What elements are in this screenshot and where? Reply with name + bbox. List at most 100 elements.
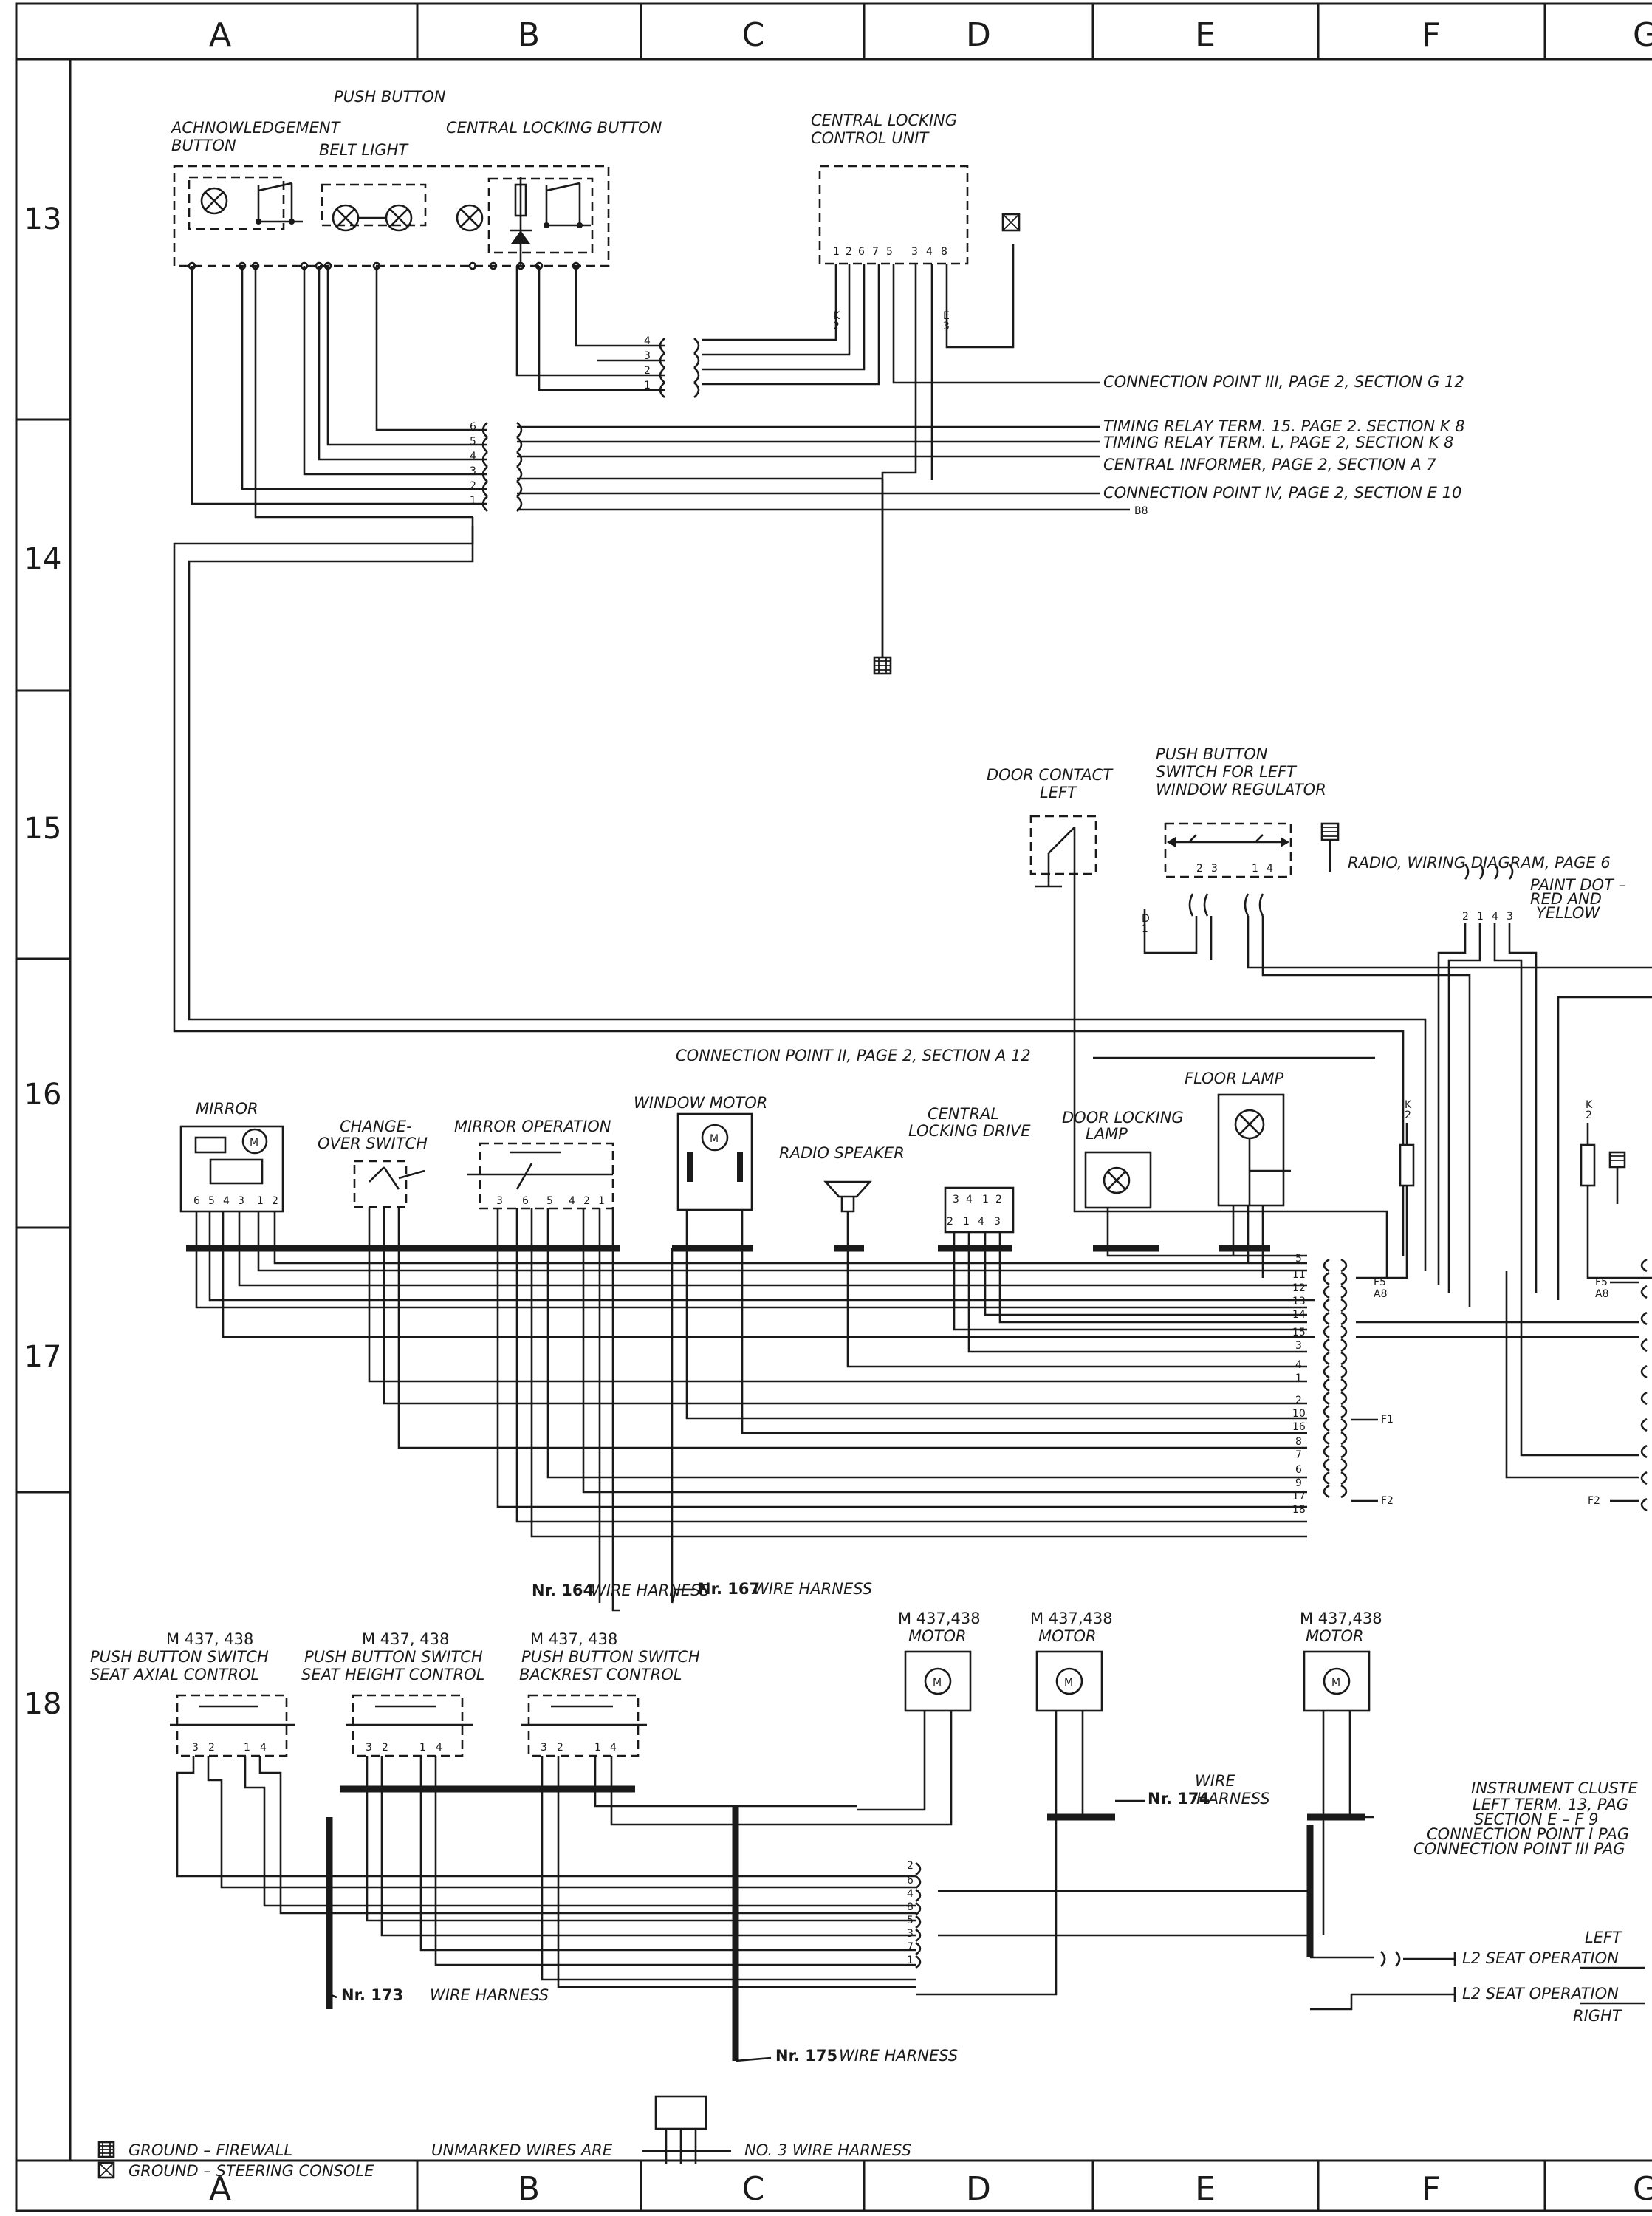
a8-label: A8: [1374, 1288, 1387, 1300]
svg-text:2: 2: [947, 1216, 953, 1228]
row-label: 18: [24, 1687, 62, 1721]
instrument-cluster-label: CONNECTION POINT I PAG: [1427, 1825, 1629, 1843]
lamp-icon: [1103, 1166, 1131, 1194]
pin-label: 4: [926, 246, 933, 258]
seat-motors: M 437,438 MOTOR M M 437,438 MOTOR M M 43…: [898, 1610, 1382, 1712]
seat-height-switch: M 437, 438 PUSH BUTTON SWITCH SEAT HEIGH…: [301, 1630, 484, 1757]
svg-text:2: 2: [1295, 1395, 1302, 1406]
unmarked-wires-label: UNMARKED WIRES ARE: [431, 2141, 613, 2159]
seat-wiring: 2 6 4 8 5 3 7 1: [176, 1711, 1456, 2061]
connection-point-ii-label: CONNECTION POINT II, PAGE 2, SECTION A 1…: [676, 1047, 1031, 1064]
col-label: E: [1195, 2170, 1216, 2208]
pin-label: 2: [846, 246, 852, 258]
svg-text:6: 6: [522, 1195, 529, 1207]
svg-text:2: 2: [557, 1742, 563, 1754]
svg-text:5: 5: [470, 436, 476, 448]
svg-text:1: 1: [257, 1195, 264, 1207]
svg-text:K: K: [1586, 1099, 1593, 1111]
svg-text:2: 2: [644, 365, 651, 377]
svg-text:3: 3: [1295, 1340, 1302, 1352]
console-switch-group: PUSH BUTTON ACHNOWLEDGEMENT BUTTON BELT …: [170, 88, 662, 270]
svg-text:6: 6: [907, 1875, 914, 1887]
seat-height-model: M 437, 438: [362, 1630, 449, 1648]
wire-harness-174-label: HARNESS: [1196, 1790, 1270, 1808]
col-label: C: [742, 2170, 765, 2208]
svg-text:1: 1: [598, 1195, 605, 1207]
seat-left-label: L2 SEAT OPERATION: [1462, 1949, 1619, 1967]
harness-173-label: WIRE HARNESS: [430, 1986, 549, 2004]
window-regulator-switch: PUSH BUTTON SWITCH FOR LEFT WINDOW REGUL…: [1142, 745, 1652, 1307]
connector-b: 6 5 4 3 2 1: [470, 421, 523, 512]
svg-text:3: 3: [192, 1742, 199, 1754]
svg-text:3: 3: [644, 350, 651, 362]
b8-label: B8: [1134, 505, 1148, 517]
fuses-row16: K2 K2: [1399, 1099, 1626, 1204]
mirror-heater-icon: [209, 1158, 264, 1185]
col-label: C: [742, 16, 765, 54]
seat-right-label: RIGHT: [1573, 2007, 1623, 2025]
loop-harness: [173, 517, 1427, 1271]
svg-text:M: M: [933, 1677, 942, 1689]
svg-text:1: 1: [1295, 1372, 1302, 1384]
seat-axial-switch: M 437, 438 PUSH BUTTON SWITCH SEAT AXIAL…: [90, 1630, 295, 1757]
svg-text:6: 6: [193, 1195, 200, 1207]
change-over-label: CHANGE-: [340, 1118, 412, 1135]
svg-text:1: 1: [907, 1955, 914, 1966]
seat-axial-label: PUSH BUTTON SWITCH: [90, 1648, 269, 1666]
timing-relay-15-label: TIMING RELAY TERM. 15. PAGE 2. SECTION K…: [1103, 417, 1465, 435]
mirror: MIRROR M 6 5 4 3 1 2: [179, 1100, 284, 1213]
svg-text:K: K: [1405, 1099, 1412, 1111]
svg-text:2: 2: [470, 480, 476, 492]
svg-text:2: 2: [1586, 1109, 1592, 1121]
backrest-label: BACKREST CONTROL: [519, 1666, 682, 1683]
sheet-frame: [15, 2, 1652, 2212]
motor-1-model: M 437,438: [898, 1610, 981, 1627]
acknowledgement-lamp-icon: [200, 187, 228, 215]
svg-text:M: M: [1064, 1677, 1073, 1689]
instrument-cluster-reference: INSTRUMENT CLUSTE LEFT TERM. 13, PAG SEC…: [1413, 1779, 1639, 1858]
svg-text:4: 4: [966, 1194, 973, 1206]
paint-dot-label: RED AND: [1530, 890, 1602, 908]
svg-text:1: 1: [963, 1216, 970, 1228]
svg-text:1: 1: [1477, 911, 1484, 923]
window-motor-label: WINDOW MOTOR: [634, 1094, 767, 1112]
svg-text:10: 10: [1292, 1408, 1306, 1420]
svg-text:17: 17: [1292, 1491, 1306, 1502]
svg-text:5: 5: [1295, 1253, 1302, 1265]
door-contact-label: LEFT: [1040, 784, 1078, 801]
console-switch-housing: [173, 165, 610, 267]
instrument-cluster-label: LEFT TERM. 13, PAG: [1473, 1796, 1628, 1813]
control-unit-label: CENTRAL LOCKING: [811, 112, 957, 129]
svg-text:18: 18: [1292, 1504, 1306, 1516]
door-contact-label: DOOR CONTACT: [987, 766, 1114, 784]
motor-3-model: M 437,438: [1300, 1610, 1382, 1627]
floor-lamp-label: FLOOR LAMP: [1185, 1070, 1284, 1087]
seat-axial-model: M 437, 438: [166, 1630, 253, 1648]
mirror-label: MIRROR: [196, 1100, 258, 1118]
ground-firewall-hatch: [874, 657, 891, 674]
main-connector: 5 11 12 13 14 15 3 4 1 2 10 16 8 7 6 9 1…: [1292, 1253, 1648, 1516]
seat-motor-icon: [1323, 1667, 1351, 1695]
svg-text:3: 3: [994, 1216, 1001, 1228]
svg-text:D: D: [1142, 913, 1150, 925]
harness-167-number: Nr. 167: [698, 1580, 760, 1598]
harness-175-number: Nr. 175: [775, 2047, 837, 2065]
svg-text:3: 3: [366, 1742, 372, 1754]
seat-right-label: L2 SEAT OPERATION: [1462, 1985, 1619, 2003]
floor-lamp: FLOOR LAMP: [1185, 1070, 1291, 1207]
paint-dot-label: YELLOW: [1536, 904, 1600, 922]
svg-text:M: M: [710, 1133, 719, 1145]
svg-text:6: 6: [470, 421, 476, 433]
seat-left-label: LEFT: [1585, 1929, 1623, 1946]
backrest-switch: M 437, 438 PUSH BUTTON SWITCH BACKREST C…: [519, 1630, 700, 1757]
row-label: 17: [24, 1340, 62, 1374]
seat-motor-icon: [1055, 1667, 1083, 1695]
f2-label: F2: [1381, 1495, 1394, 1507]
svg-text:4: 4: [1267, 863, 1273, 875]
harness-labels-16: Nr. 164 WIRE HARNESS Nr. 167 WIRE HARNES…: [532, 1580, 872, 1612]
harness-164-number: Nr. 164: [532, 1581, 594, 1599]
svg-text:12: 12: [1292, 1282, 1306, 1294]
column-labels-top: A B C D E F G: [209, 16, 1652, 54]
svg-text:4: 4: [260, 1742, 267, 1754]
row-labels: 13 14 15 16 17 18: [24, 202, 62, 1721]
